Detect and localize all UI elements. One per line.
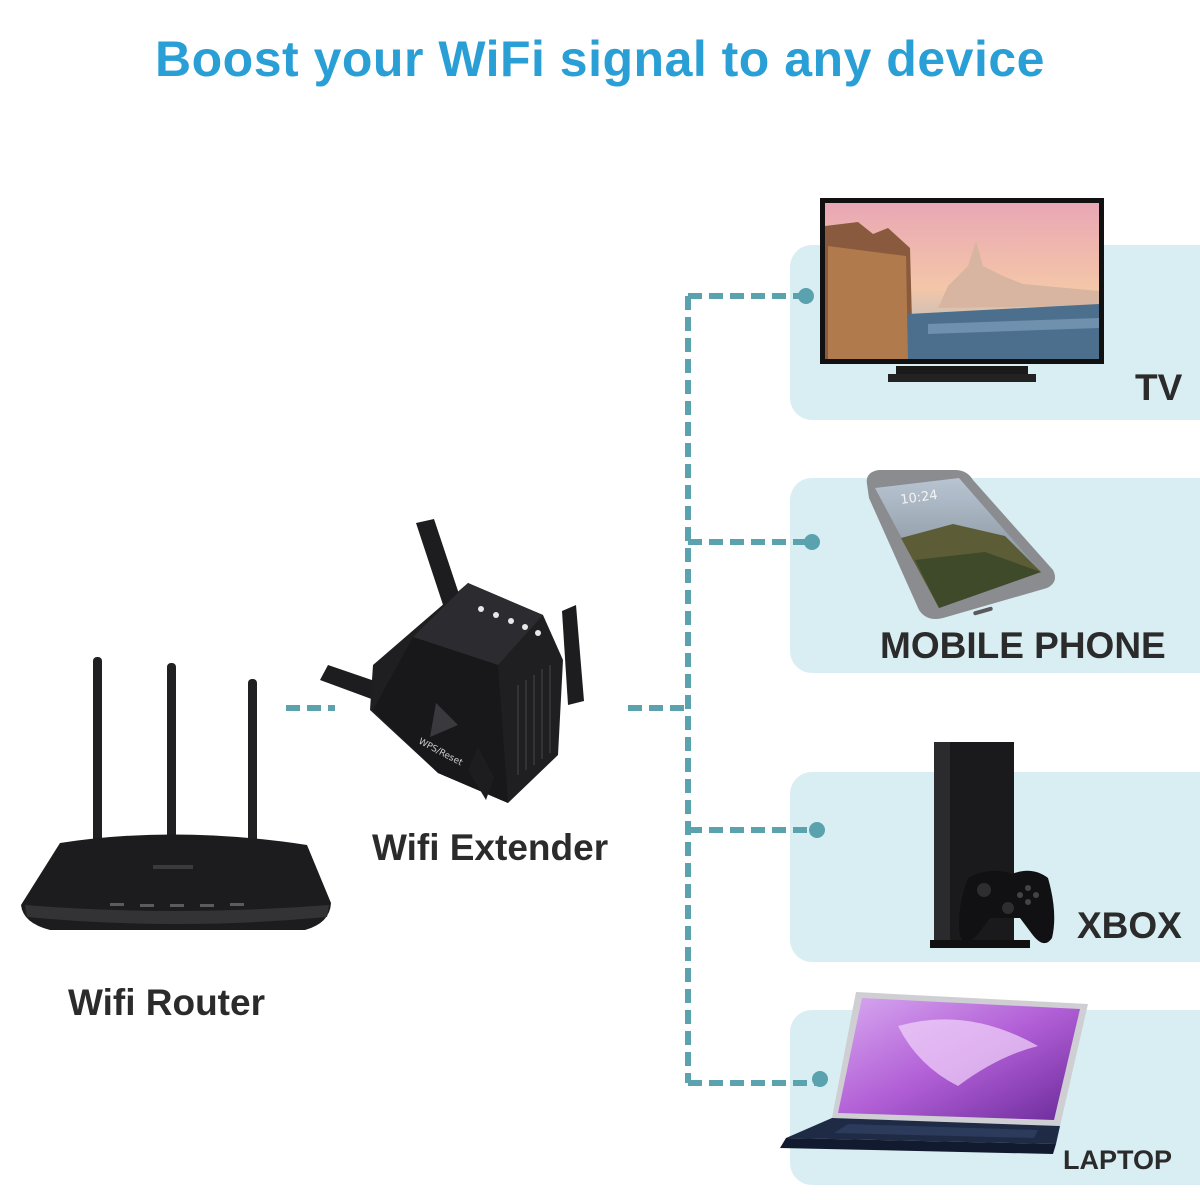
router-label: Wifi Router: [68, 982, 265, 1023]
mobile-phone-icon: 10:24: [866, 470, 1055, 619]
page-title: Boost your WiFi signal to any device: [155, 31, 1045, 87]
laptop-label: LAPTOP: [1063, 1145, 1173, 1175]
tv-label: TV: [1135, 367, 1183, 408]
connector-dot-xbox: [809, 822, 825, 838]
extender-label: Wifi Extender: [372, 827, 609, 868]
wifi-extender-icon: WPS/Reset: [320, 519, 584, 803]
svg-text:10:24: 10:24: [899, 488, 938, 508]
xbox-label: XBOX: [1077, 905, 1182, 946]
connector-dot-laptop: [812, 1071, 828, 1087]
xbox-console-icon: [930, 742, 1055, 948]
connector-dot-tv: [798, 288, 814, 304]
laptop-icon: [780, 992, 1088, 1154]
wifi-router-icon: [21, 657, 331, 930]
tv-icon: [820, 198, 1104, 382]
connector-dot-phone: [804, 534, 820, 550]
phone-label: MOBILE PHONE: [880, 625, 1166, 666]
